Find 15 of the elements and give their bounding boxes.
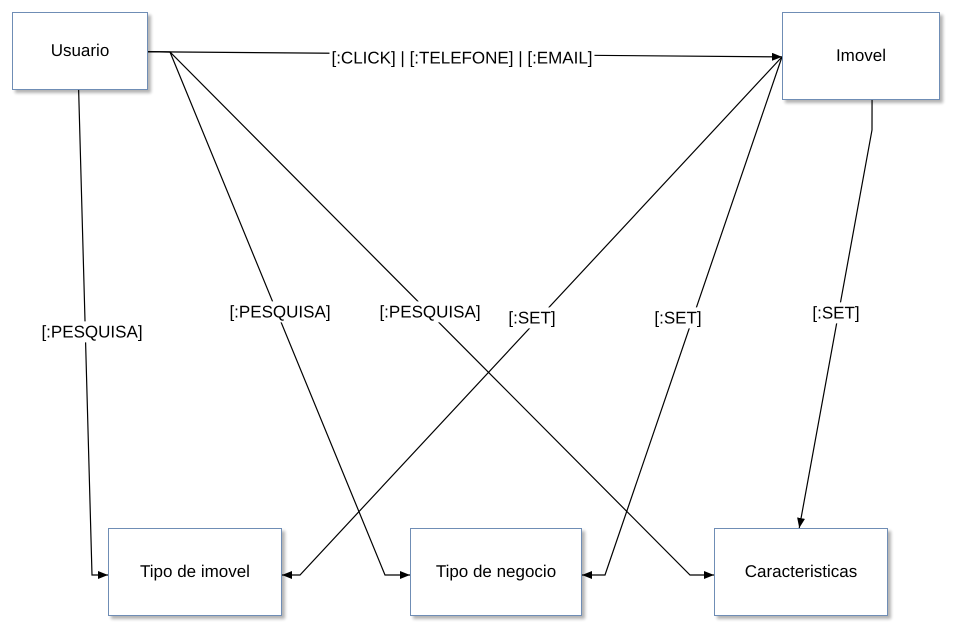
node-label: Tipo de imovel <box>140 561 250 584</box>
arrow <box>797 100 873 528</box>
entity-box <box>410 528 582 616</box>
arrow <box>582 56 783 579</box>
node-label: Caracteristicas <box>744 561 858 584</box>
arrow <box>282 56 782 579</box>
arrow <box>148 51 714 579</box>
entity-box <box>714 528 888 616</box>
node-label: Usuario <box>50 40 110 62</box>
node-label: Imovel <box>836 45 886 68</box>
arrow <box>78 90 108 579</box>
entity-box <box>12 12 148 90</box>
node-label: Tipo de negocio <box>436 561 556 584</box>
entity-box <box>782 12 940 100</box>
entity-box <box>108 528 282 616</box>
